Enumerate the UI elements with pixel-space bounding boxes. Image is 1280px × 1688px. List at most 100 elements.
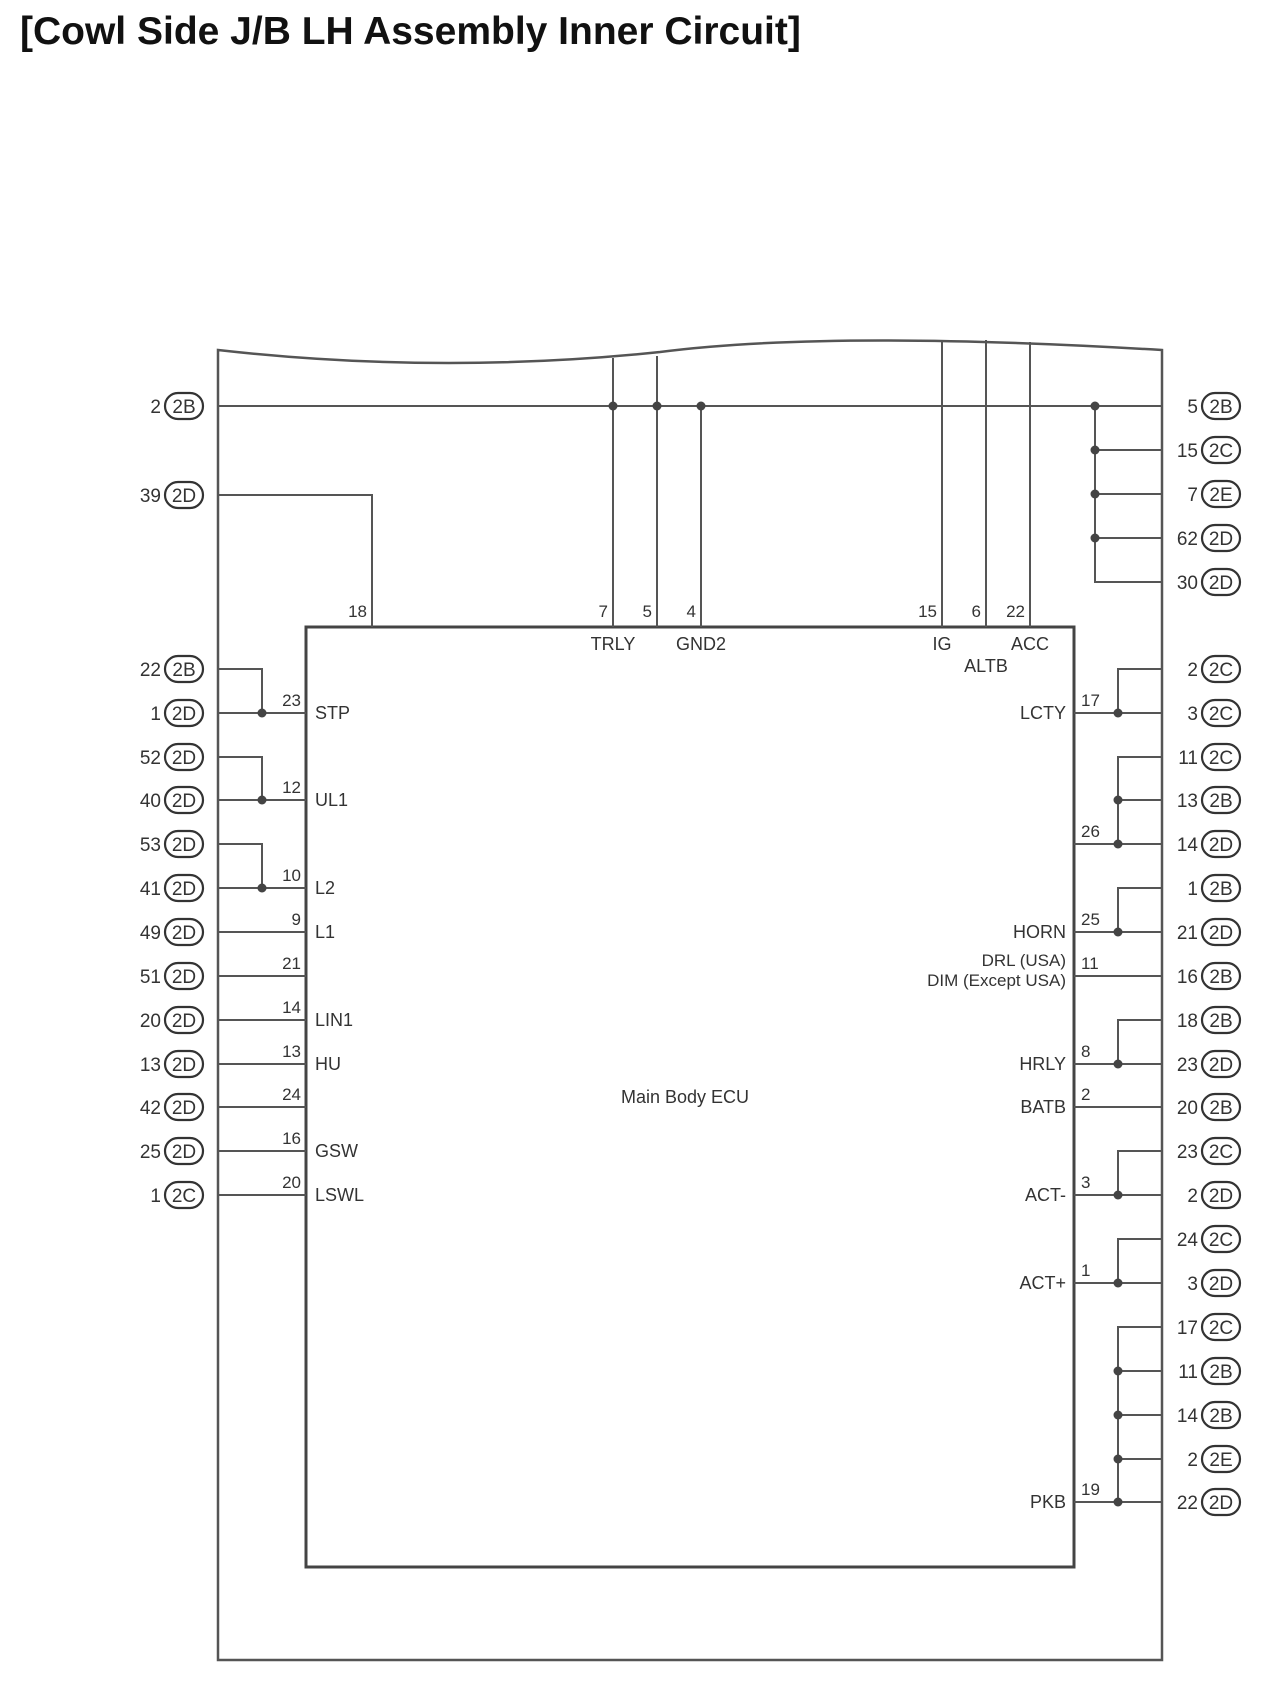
connector-code: 2B bbox=[1209, 879, 1232, 900]
pin-name: HRLY bbox=[1019, 1054, 1066, 1074]
connector-pin-number: 2 bbox=[1187, 1450, 1198, 1471]
connector-code: 2B bbox=[1209, 1011, 1232, 1032]
pin-number: 22 bbox=[1006, 602, 1025, 621]
pin-number: 15 bbox=[918, 602, 937, 621]
left-side-wires bbox=[218, 668, 306, 1196]
connector-right-0: 2B5 bbox=[1187, 391, 1242, 421]
connector-code: 2E bbox=[1209, 1450, 1232, 1471]
connector-pin-number: 30 bbox=[1177, 573, 1198, 594]
connector-left-6: 2D 53 bbox=[140, 829, 205, 859]
pin-number: 2 bbox=[1081, 1085, 1090, 1104]
pin-number: 8 bbox=[1081, 1042, 1090, 1061]
ecu-left-pins: 23STP12UL110L29L12114LIN113HU2416GSW20LS… bbox=[282, 691, 364, 1205]
connector-pin-number: 1 bbox=[150, 704, 161, 725]
connector-code: 2C bbox=[1209, 1142, 1233, 1163]
pin-name: HU bbox=[315, 1054, 341, 1074]
connector-pin-number: 18 bbox=[1177, 1011, 1198, 1032]
pin-number: 1 bbox=[1081, 1261, 1090, 1280]
pin-name: STP bbox=[315, 703, 350, 723]
connector-pin-number: 20 bbox=[1177, 1098, 1198, 1119]
connector-right-15: 2B 20 bbox=[1177, 1092, 1242, 1122]
pin-name: GSW bbox=[315, 1141, 358, 1161]
connector-pin-number: 13 bbox=[140, 1055, 161, 1076]
diagram-title: [Cowl Side J/B LH Assembly Inner Circuit… bbox=[20, 10, 801, 53]
top-bus-junctions bbox=[608, 401, 1100, 543]
ecu-right-pin-1: 26 bbox=[1081, 822, 1100, 841]
pin-name: TRLY bbox=[591, 634, 636, 654]
connector-code: 2D bbox=[172, 1011, 196, 1032]
connector-left-2: 2B 22 bbox=[140, 654, 205, 684]
connector-pin-number: 53 bbox=[140, 835, 161, 856]
connector-code: 2D bbox=[172, 1142, 196, 1163]
ecu-top-pin-0: 18 bbox=[348, 602, 367, 621]
pin-number: 10 bbox=[282, 866, 301, 885]
junction-box-outline bbox=[216, 339, 1164, 1662]
connector-pin-number: 22 bbox=[140, 660, 161, 681]
pin-name: ALTB bbox=[964, 656, 1008, 676]
pin-number: 4 bbox=[687, 602, 696, 621]
pin-number: 5 bbox=[643, 602, 652, 621]
pin-name: DRL (USA) bbox=[982, 951, 1066, 970]
connector-right-19: 2D 3 bbox=[1187, 1268, 1242, 1298]
connector-pin-number: 25 bbox=[140, 1142, 161, 1163]
pin-name: HORN bbox=[1013, 922, 1066, 942]
connector-pin-number: 11 bbox=[1178, 748, 1198, 769]
pin-name: UL1 bbox=[315, 790, 348, 810]
connector-pin-number: 24 bbox=[1177, 1230, 1199, 1251]
connector-code: 2C bbox=[1209, 1230, 1233, 1251]
connector-pin-number: 17 bbox=[1177, 1318, 1198, 1339]
connector-pin-number: 41 bbox=[140, 879, 161, 900]
connector-left-10: 2D 20 bbox=[140, 1005, 205, 1035]
connector-right-7: 2C 11 bbox=[1178, 742, 1242, 772]
connector-code: 2B bbox=[172, 660, 195, 681]
connector-pin-number: 3 bbox=[1187, 1274, 1198, 1295]
connector-code: 2D bbox=[172, 835, 196, 856]
pin-number: 16 bbox=[282, 1129, 301, 1148]
connector-code: 2D bbox=[1209, 1274, 1233, 1295]
pin-number: 25 bbox=[1081, 910, 1100, 929]
connector-code: 2C bbox=[1209, 441, 1233, 462]
right-side-junctions bbox=[1113, 708, 1123, 1507]
pin-number: 17 bbox=[1081, 691, 1100, 710]
connector-pin-number: 13 bbox=[1177, 791, 1198, 812]
connector-right-5: 2C2 bbox=[1187, 654, 1242, 684]
connector-left-13: 2D 25 bbox=[140, 1136, 205, 1166]
connector-code: 2D bbox=[1209, 835, 1233, 856]
connector-right-2: 2E7 bbox=[1187, 479, 1242, 509]
pin-number: 20 bbox=[282, 1173, 301, 1192]
connector-code: 2B bbox=[1209, 1098, 1232, 1119]
connector-pin-number: 62 bbox=[1177, 529, 1198, 550]
connector-code: 2C bbox=[1209, 1318, 1233, 1339]
connector-pin-number: 1 bbox=[1187, 879, 1198, 900]
connector-pin-number: 1 bbox=[150, 1186, 161, 1207]
connector-code: 2C bbox=[1209, 748, 1233, 769]
connector-pin-number: 20 bbox=[140, 1011, 161, 1032]
ecu-left-pin-7: 24 bbox=[282, 1085, 301, 1104]
